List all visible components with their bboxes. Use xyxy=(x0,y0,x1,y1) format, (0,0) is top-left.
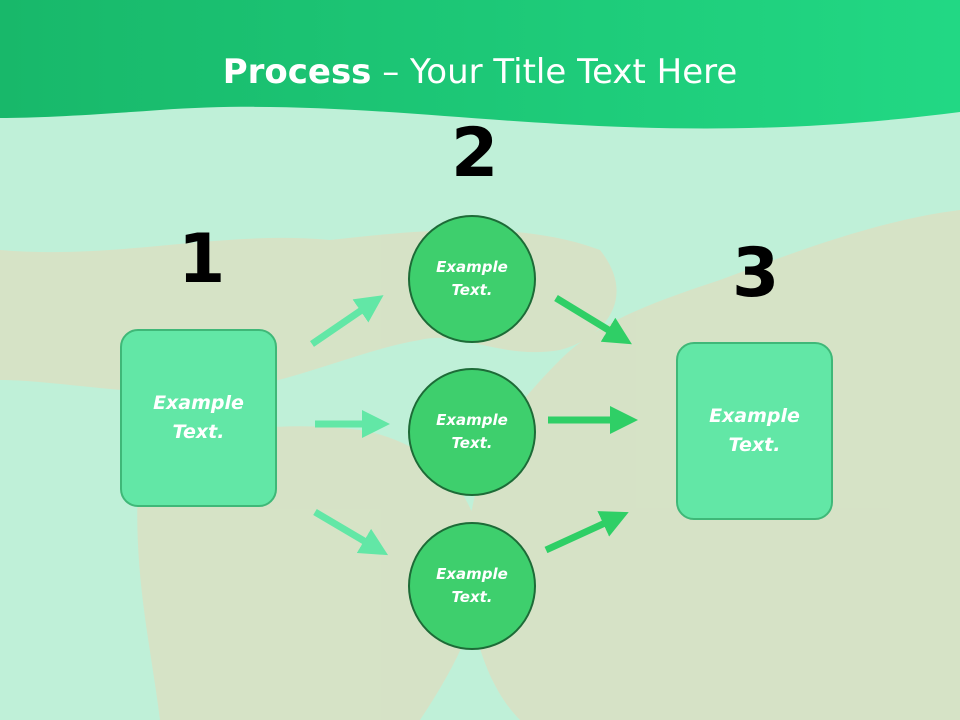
circle-bottom-text: Example Text. xyxy=(436,565,508,606)
slide-title: Process – Your Title Text Here xyxy=(0,52,960,92)
step-number-2: 2 xyxy=(451,114,499,193)
step-number-1: 1 xyxy=(178,220,226,299)
step-box-left: Example Text. xyxy=(120,329,277,507)
circle-middle: Example Text. xyxy=(408,368,536,496)
circle-top: Example Text. xyxy=(408,215,536,343)
step-box-right-text: Example Text. xyxy=(709,405,800,456)
circle-bottom: Example Text. xyxy=(408,522,536,650)
title-rest: – Your Title Text Here xyxy=(371,52,738,92)
step-number-3: 3 xyxy=(732,234,780,313)
step-box-right: Example Text. xyxy=(676,342,833,520)
circle-top-text: Example Text. xyxy=(436,258,508,299)
step-box-left-text: Example Text. xyxy=(153,392,244,443)
circle-middle-text: Example Text. xyxy=(436,411,508,452)
title-bold: Process xyxy=(222,52,372,92)
